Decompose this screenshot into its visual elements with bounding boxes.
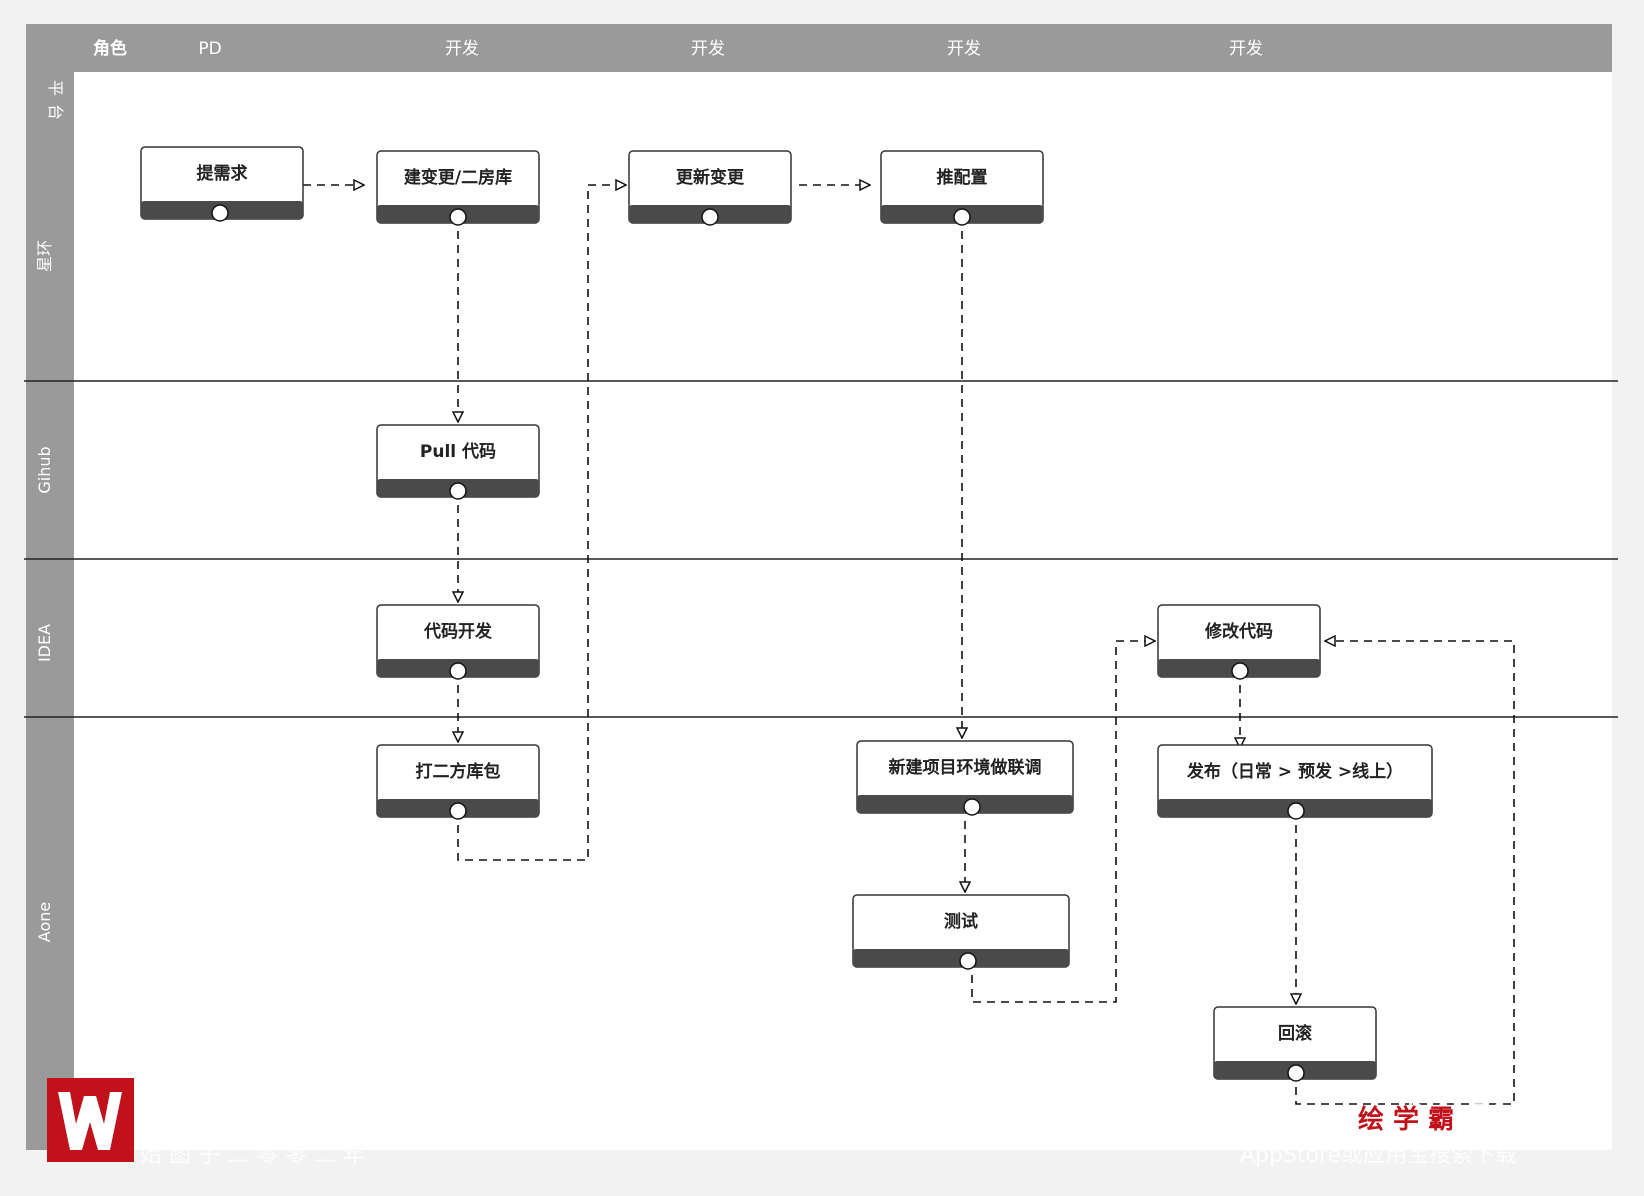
- node-label: 更新变更: [676, 167, 745, 188]
- node-port-icon: [701, 208, 719, 226]
- node-label: 建变更/二房库: [404, 167, 512, 188]
- header-role-label: 角色: [93, 38, 127, 59]
- node-port-icon: [449, 482, 467, 500]
- node-port-icon: [1287, 1064, 1305, 1082]
- process-node: 发布（日常 > 预发 >线上）: [1157, 744, 1433, 820]
- lane-label-gihub: Gihub: [35, 446, 54, 493]
- process-node: 代码开发: [376, 604, 540, 680]
- process-node: 推配置: [880, 150, 1044, 226]
- process-node: 新建项目环境做联调: [856, 740, 1074, 816]
- node-port-icon: [1231, 662, 1249, 680]
- node-label: 推配置: [937, 167, 988, 188]
- node-label: 发布（日常 > 预发 >线上）: [1186, 761, 1403, 782]
- header-column-dev-2: 开发: [691, 39, 725, 59]
- lane-label-platform-1: 平: [46, 80, 65, 96]
- watermark-footer-left: 始 图 子 二 零 零 二 年: [140, 1143, 365, 1168]
- process-node: Pull 代码: [376, 424, 540, 500]
- process-node: 提需求: [140, 146, 304, 222]
- node-port-icon: [449, 208, 467, 226]
- process-node: 更新变更: [628, 150, 792, 226]
- process-node: 回滚: [1213, 1006, 1377, 1082]
- header-column-pd: PD: [198, 39, 221, 59]
- watermark-footer-right: AppStore或应用宝搜索下载: [1240, 1143, 1517, 1168]
- lane-label-aone: Aone: [35, 902, 54, 942]
- node-label: 打二方库包: [416, 761, 501, 782]
- lane-label-platform-2: 台: [46, 104, 65, 120]
- connectors: [303, 185, 1515, 1105]
- lane-label-column: [26, 72, 74, 1150]
- node-label: 修改代码: [1204, 621, 1273, 642]
- connector-arrow: [971, 641, 1155, 1003]
- header-column-dev-1: 开发: [445, 39, 479, 59]
- header-column-dev-4: 开发: [1229, 39, 1263, 59]
- header-bar: [26, 24, 1612, 72]
- process-node: 打二方库包: [376, 744, 540, 820]
- watermark-brand-red: 绘 学 霸: [1358, 1104, 1454, 1135]
- node-port-icon: [963, 798, 981, 816]
- header-column-dev-3: 开发: [947, 39, 981, 59]
- process-node: 建变更/二房库: [376, 150, 540, 226]
- node-label: 回滚: [1278, 1023, 1313, 1044]
- process-node: 修改代码: [1157, 604, 1321, 680]
- node-port-icon: [449, 662, 467, 680]
- lane-label-idea: IDEA: [35, 624, 54, 662]
- node-label: 新建项目环境做联调: [889, 757, 1042, 778]
- node-port-icon: [1287, 802, 1305, 820]
- wechat-icon: [1188, 1095, 1249, 1140]
- process-node: 测试: [852, 894, 1070, 970]
- node-label: 代码开发: [423, 621, 493, 642]
- logo-icon: [47, 1078, 134, 1162]
- node-label: 测试: [944, 911, 978, 932]
- node-port-icon: [449, 802, 467, 820]
- connector-arrow: [1295, 641, 1515, 1105]
- node-port-icon: [211, 204, 229, 222]
- watermark-brand: TXD技术体验设计: [1267, 1099, 1591, 1145]
- node-port-icon: [953, 208, 971, 226]
- node-label: Pull 代码: [420, 441, 496, 462]
- lane-label-xinghuan: 星环: [35, 240, 54, 272]
- node-label: 提需求: [197, 163, 248, 184]
- node-port-icon: [959, 952, 977, 970]
